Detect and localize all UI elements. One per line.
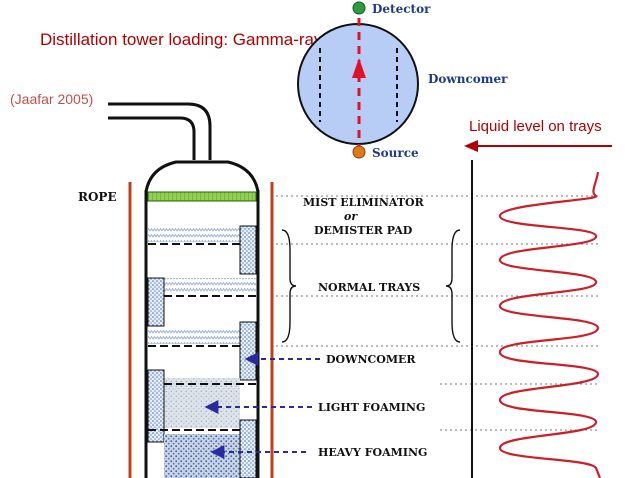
downcomer-1 bbox=[239, 225, 257, 275]
light-foaming-label: LIGHT FOAMING bbox=[318, 401, 425, 414]
citation: (Jaafar 2005) bbox=[10, 91, 94, 107]
scan-cross-section: Detector Source Downcomer bbox=[297, 1, 508, 160]
mist-or-label: or bbox=[344, 210, 358, 223]
profile-pointer-arrow bbox=[464, 140, 612, 152]
downcomer-callout: DOWNCOMER bbox=[326, 353, 416, 366]
beam-arrow-icon bbox=[352, 58, 366, 78]
heavy-foam-zone bbox=[164, 434, 240, 478]
liquid-level-label: Liquid level on trays bbox=[469, 118, 602, 135]
distillation-column bbox=[108, 102, 260, 478]
normal-trays-label: NORMAL TRAYS bbox=[318, 281, 420, 294]
column-head bbox=[144, 160, 260, 193]
trays-brace-left bbox=[281, 229, 297, 343]
downcomer-4 bbox=[147, 369, 165, 443]
downcomer-3 bbox=[239, 321, 257, 381]
column-cross-section bbox=[297, 23, 419, 145]
heavy-foaming-label: HEAVY FOAMING bbox=[318, 446, 427, 459]
light-foam-zone bbox=[164, 378, 240, 428]
detector-label: Detector bbox=[372, 2, 431, 16]
outlet-pipe-outer bbox=[108, 102, 212, 160]
demister-pad-label: DEMISTER PAD bbox=[314, 224, 413, 237]
rope-label: ROPE bbox=[78, 190, 117, 204]
source-label: Source bbox=[372, 146, 419, 160]
tray-liquid-1 bbox=[148, 226, 256, 242]
source-dot-icon bbox=[352, 145, 366, 159]
downcomer-2 bbox=[147, 277, 165, 327]
tray-liquid-2 bbox=[148, 278, 256, 294]
downcomer-5 bbox=[239, 419, 257, 478]
tray-liquid-3 bbox=[148, 328, 256, 344]
outlet-pipe-inner bbox=[108, 116, 196, 160]
slide-title: Distillation tower loading: Gamma-ray bbox=[40, 30, 323, 49]
downcomer-label: Downcomer bbox=[428, 72, 508, 86]
mist-eliminator-label: MIST ELIMINATOR bbox=[303, 196, 425, 209]
demister-pad bbox=[147, 191, 257, 202]
detector-dot-icon bbox=[352, 1, 366, 15]
scan-level-lines bbox=[276, 195, 600, 431]
liquid-level-profile-trace bbox=[498, 171, 602, 478]
trays-brace-right bbox=[445, 229, 461, 343]
